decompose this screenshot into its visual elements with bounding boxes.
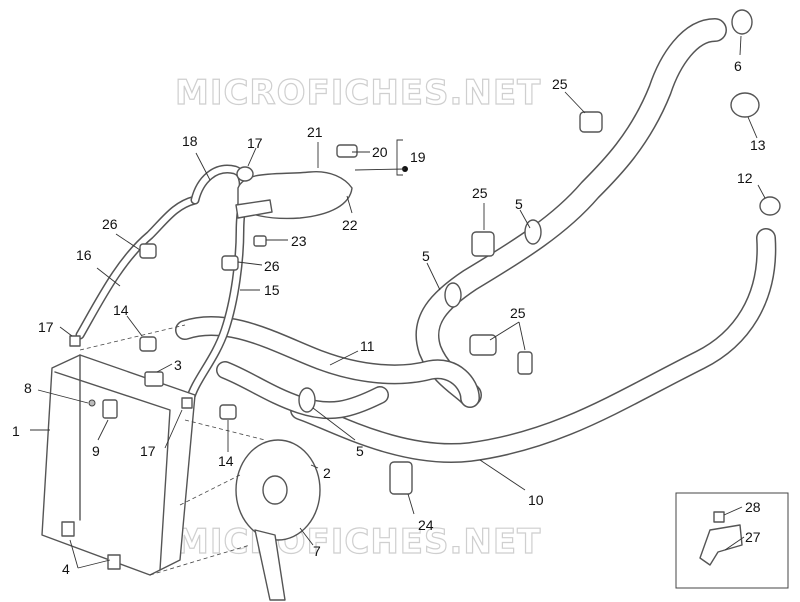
callout-24: 24	[418, 517, 434, 533]
callout-23: 23	[291, 233, 307, 249]
tank-cap	[336, 144, 358, 158]
callout-19: 19	[410, 149, 426, 165]
callout-2: 2	[323, 465, 331, 481]
hose-16	[75, 195, 200, 340]
callout-12: 12	[737, 170, 753, 186]
callout-8: 8	[24, 380, 32, 396]
callout-26a: 26	[102, 216, 118, 232]
callout-20: 20	[372, 144, 388, 160]
callout-21: 21	[307, 124, 323, 140]
callout-17b: 17	[140, 443, 156, 459]
watermark-bottom: MICROFICHES.NET	[175, 522, 541, 562]
callout-15: 15	[264, 282, 280, 298]
inset-detail-box	[675, 492, 789, 589]
callout-25c: 25	[510, 305, 526, 321]
expansion-tank	[235, 144, 358, 220]
watermark-top: MICROFICHES.NET	[175, 73, 541, 113]
hose-10	[290, 228, 777, 464]
callout-17c: 17	[247, 135, 263, 151]
clamps	[69, 9, 781, 495]
callout-28: 28	[745, 499, 761, 515]
callout-11: 11	[360, 338, 375, 354]
callout-5c: 5	[356, 443, 364, 459]
callout-9: 9	[92, 443, 100, 459]
callout-14b: 14	[218, 453, 234, 469]
callout-4: 4	[62, 561, 70, 577]
callout-10: 10	[528, 492, 544, 508]
leader-lines	[30, 35, 766, 569]
callout-17a: 17	[38, 319, 54, 335]
callout-1: 1	[12, 423, 20, 439]
callout-6: 6	[734, 58, 742, 74]
callout-13: 13	[750, 137, 766, 153]
callout-22: 22	[342, 217, 358, 233]
cooling-fan	[235, 439, 321, 601]
callout-25b: 25	[472, 185, 488, 201]
callout-26b: 26	[264, 258, 280, 274]
callout-27: 27	[745, 529, 761, 545]
radiator	[41, 354, 196, 576]
callout-5a: 5	[422, 248, 430, 264]
hose-15	[185, 164, 248, 405]
callout-14a: 14	[113, 302, 129, 318]
callout-5b: 5	[515, 196, 523, 212]
callout-18: 18	[182, 133, 198, 149]
callout-16: 16	[76, 247, 92, 263]
callout-3: 3	[174, 357, 182, 373]
callout-labels: 1 2 3 4 5 5 5 6 7 8 9 10 11 12 13 14 14 …	[12, 58, 766, 577]
callout-25a: 25	[552, 76, 568, 92]
hose-upper	[415, 18, 727, 407]
callout-7: 7	[313, 543, 321, 559]
